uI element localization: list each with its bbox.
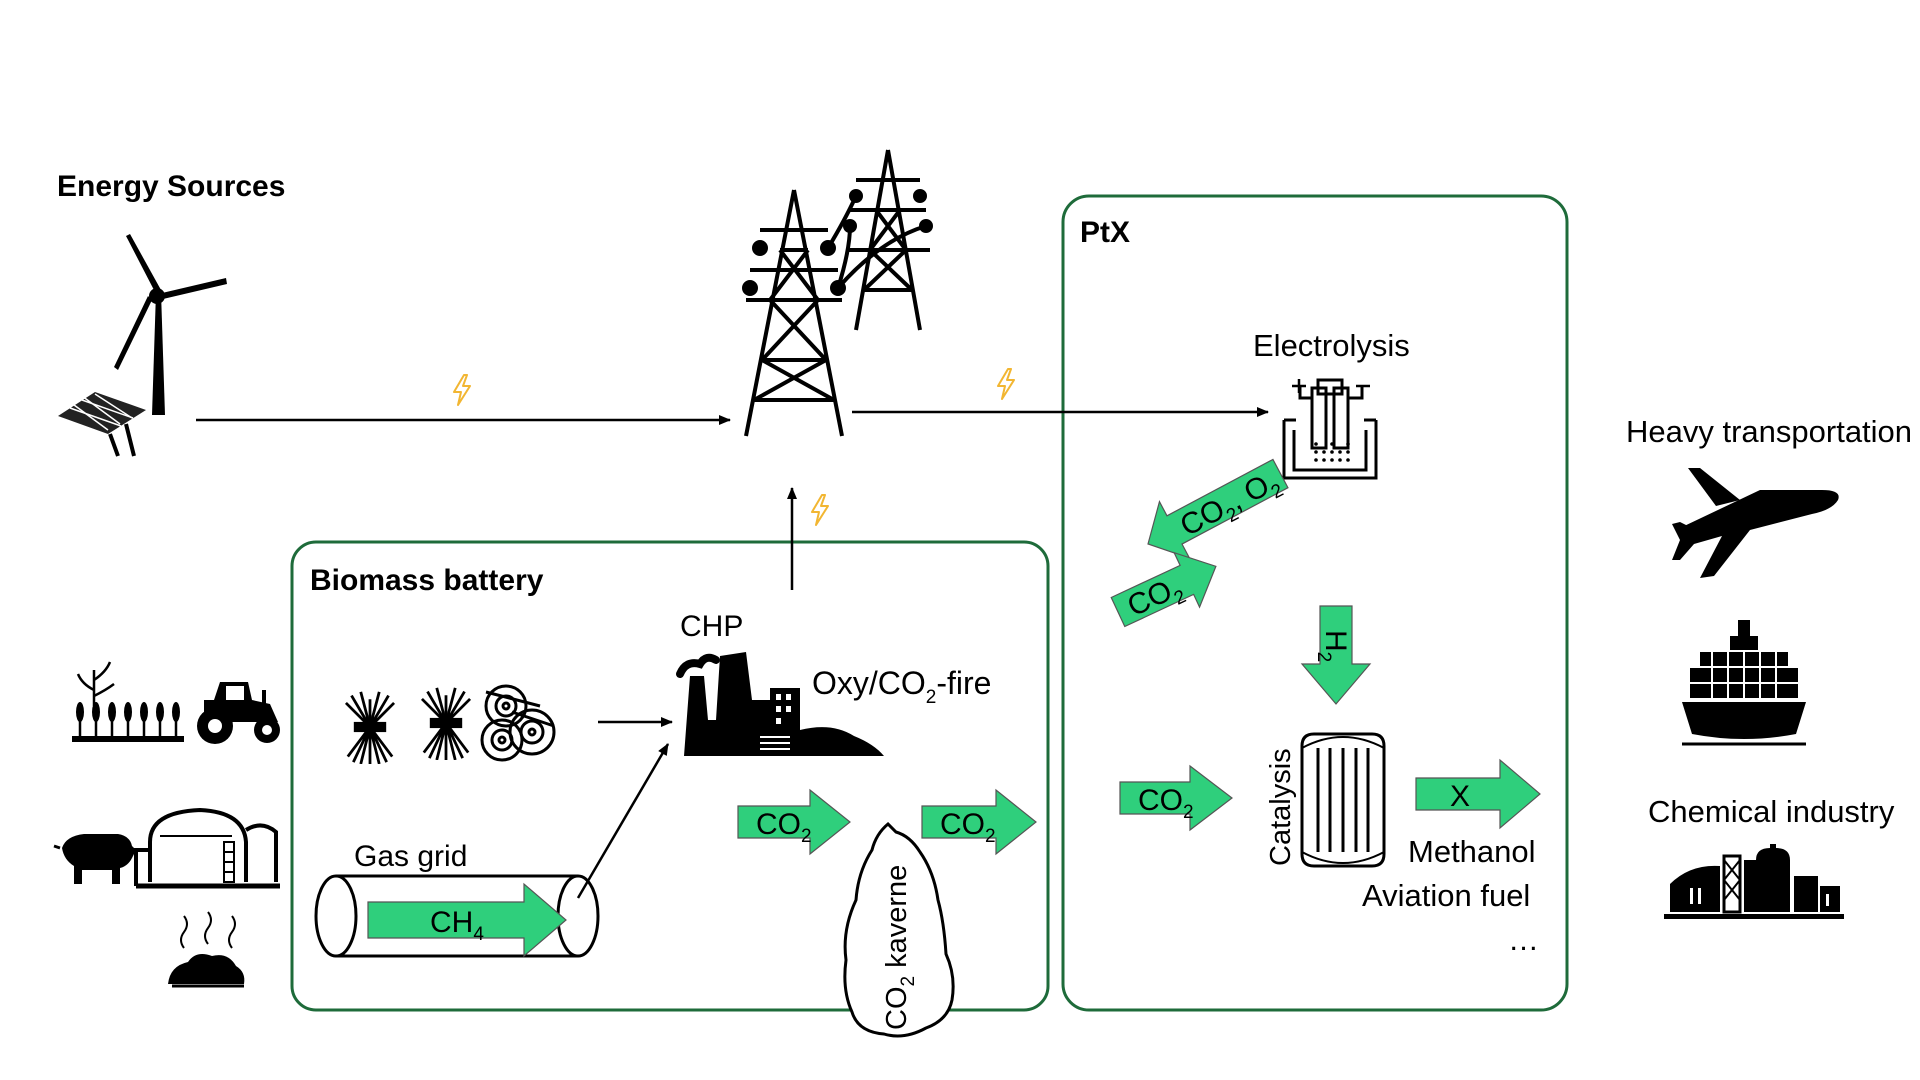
cargo-ship-icon: [1682, 620, 1806, 746]
h2-flow-arrow: H2: [1300, 605, 1372, 705]
electrolysis-label: Electrolysis: [1253, 328, 1410, 363]
reactor-icon: [1300, 732, 1386, 868]
methanol-label: Methanol: [1408, 834, 1536, 869]
catalysis-label: Catalysis: [1265, 748, 1297, 866]
svg-text:CH4: CH4: [430, 906, 484, 945]
chp-label: CHP: [680, 610, 743, 643]
energy-sources-title: Energy Sources: [57, 170, 285, 203]
gas-grid-label: Gas grid: [354, 840, 467, 873]
co2-kaverne-label: CO2 kaverne: [881, 865, 919, 1030]
ptx-box: [1061, 194, 1569, 1012]
power-tower-icon: [742, 149, 933, 437]
co2-to-ptx-flow-arrow: CO2: [1110, 551, 1217, 628]
svg-text:H2: H2: [1313, 630, 1352, 662]
pig-icon: [53, 834, 136, 884]
ch4-flow-arrow: CH4: [367, 882, 567, 958]
co2-from-chp-flow-arrow: CO2: [737, 788, 851, 856]
solar-panel-icon: [58, 392, 146, 457]
wind-turbine-icon: [114, 234, 227, 415]
biomass-battery-box: [290, 540, 1050, 1012]
straw-bundle-icon: [344, 690, 396, 764]
plane-icon: [1672, 468, 1839, 578]
svg-text:CO2: CO2: [940, 808, 996, 847]
co2-out-kaverne-flow-arrow: CO2: [921, 788, 1037, 856]
oxy-fire-label: Oxy/CO2-fire: [812, 665, 991, 708]
co2-catalysis-flow-arrow: CO2: [1119, 764, 1233, 832]
gasgrid-to-chp-arrow: [576, 743, 670, 899]
hay-bale-icon: [480, 684, 556, 762]
tractor-icon: [197, 682, 280, 744]
manure-icon: [168, 911, 245, 988]
biomass-battery-title: Biomass battery: [310, 564, 544, 597]
ellipsis-label: …: [1508, 922, 1539, 957]
svg-text:CO2: CO2: [1138, 784, 1194, 823]
chp-factory-icon: [676, 652, 884, 756]
lightning-icon: [996, 368, 1016, 400]
heavy-transportation-label: Heavy transportation: [1626, 414, 1912, 449]
co2-o2-flow-arrow: CO2, O2: [1147, 458, 1289, 560]
aviation-fuel-label: Aviation fuel: [1362, 878, 1530, 913]
x-product-flow-arrow: X: [1415, 758, 1541, 830]
cavern-icon: [843, 821, 955, 1038]
straw-bundle-icon: [420, 686, 472, 760]
ptx-title: PtX: [1080, 216, 1130, 249]
lightning-icon: [452, 374, 472, 406]
electrolyzer-icon: [1282, 378, 1378, 480]
lightning-icon: [810, 494, 830, 526]
chemical-industry-label: Chemical industry: [1648, 794, 1895, 829]
svg-text:X: X: [1450, 780, 1470, 813]
biogas-tank-icon: [134, 807, 280, 889]
pipe-icon: [314, 874, 600, 958]
crops-icon: [72, 661, 184, 742]
chemical-plant-icon: [1664, 844, 1844, 919]
svg-text:CO2: CO2: [756, 808, 812, 847]
